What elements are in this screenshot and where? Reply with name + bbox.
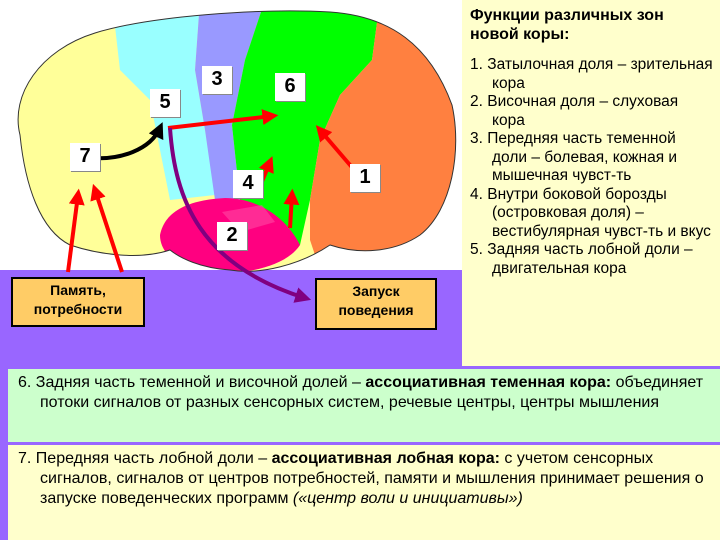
zone-label-3: 3 xyxy=(202,66,232,94)
functions-panel: Функции различных зон новой коры: 1. Зат… xyxy=(462,0,720,366)
item6-box: 6. Задняя часть теменной и височной доле… xyxy=(8,369,720,442)
zone-label-5: 5 xyxy=(150,89,180,117)
function-item-3: 3. Передняя часть теменной доли – болева… xyxy=(470,130,678,184)
item6-prefix: 6. Задняя часть теменной и височной доле… xyxy=(18,374,366,391)
item7-rest: с учетом сенсорных сигналов, сигналов от… xyxy=(40,450,704,507)
arrow-5-to-6 xyxy=(167,109,279,130)
arrow-7-to-5 xyxy=(91,122,164,161)
zone-label-1: 1 xyxy=(350,164,380,192)
item7-italic: («центр воли и инициативы») xyxy=(292,490,523,507)
function-item-4: 4. Внутри боковой борозды (островковая д… xyxy=(470,185,711,240)
item7-bold: ассоциативная лобная кора: xyxy=(271,450,500,467)
sensory-cortex-zone xyxy=(195,10,265,200)
association-parietal-zone xyxy=(232,10,380,245)
arrow-2-to-6 xyxy=(283,188,300,229)
zone-label-7: 7 xyxy=(70,143,100,171)
arrow-memory-to-7-left xyxy=(66,188,85,273)
brain-outline xyxy=(17,10,457,272)
function-item-1: 1. Затылочная доля – зрительная кора xyxy=(470,56,713,92)
function-item-5: 5. Задняя часть лобной доли – двигательн… xyxy=(470,241,693,277)
item7-text: 7. Передняя часть лобной доли – ассоциат… xyxy=(18,449,710,509)
zone-label-2: 2 xyxy=(217,222,247,250)
item7-prefix: 7. Передняя часть лобной доли – xyxy=(18,450,272,467)
zone-label-4: 4 xyxy=(233,170,263,198)
item6-bold: ассоциативная теменная кора: xyxy=(365,374,612,391)
item6-rest: объединяет потоки сигналов от разных сен… xyxy=(40,374,704,411)
arrow-5-to-behavior xyxy=(168,127,312,303)
function-item-2: 2. Височная доля – слуховая кора xyxy=(470,93,679,129)
zone-label-6: 6 xyxy=(275,73,305,101)
item6-text: 6. Задняя часть теменной и височной доле… xyxy=(18,373,710,413)
item7-box: 7. Передняя часть лобной доли – ассоциат… xyxy=(8,445,720,540)
behavior-launch-label: Запуск поведения xyxy=(315,278,437,330)
arrow-memory-to-7-right xyxy=(90,183,124,273)
functions-title: Функции различных зон новой коры: xyxy=(470,7,664,43)
memory-needs-label: Память, потребности xyxy=(11,277,145,327)
